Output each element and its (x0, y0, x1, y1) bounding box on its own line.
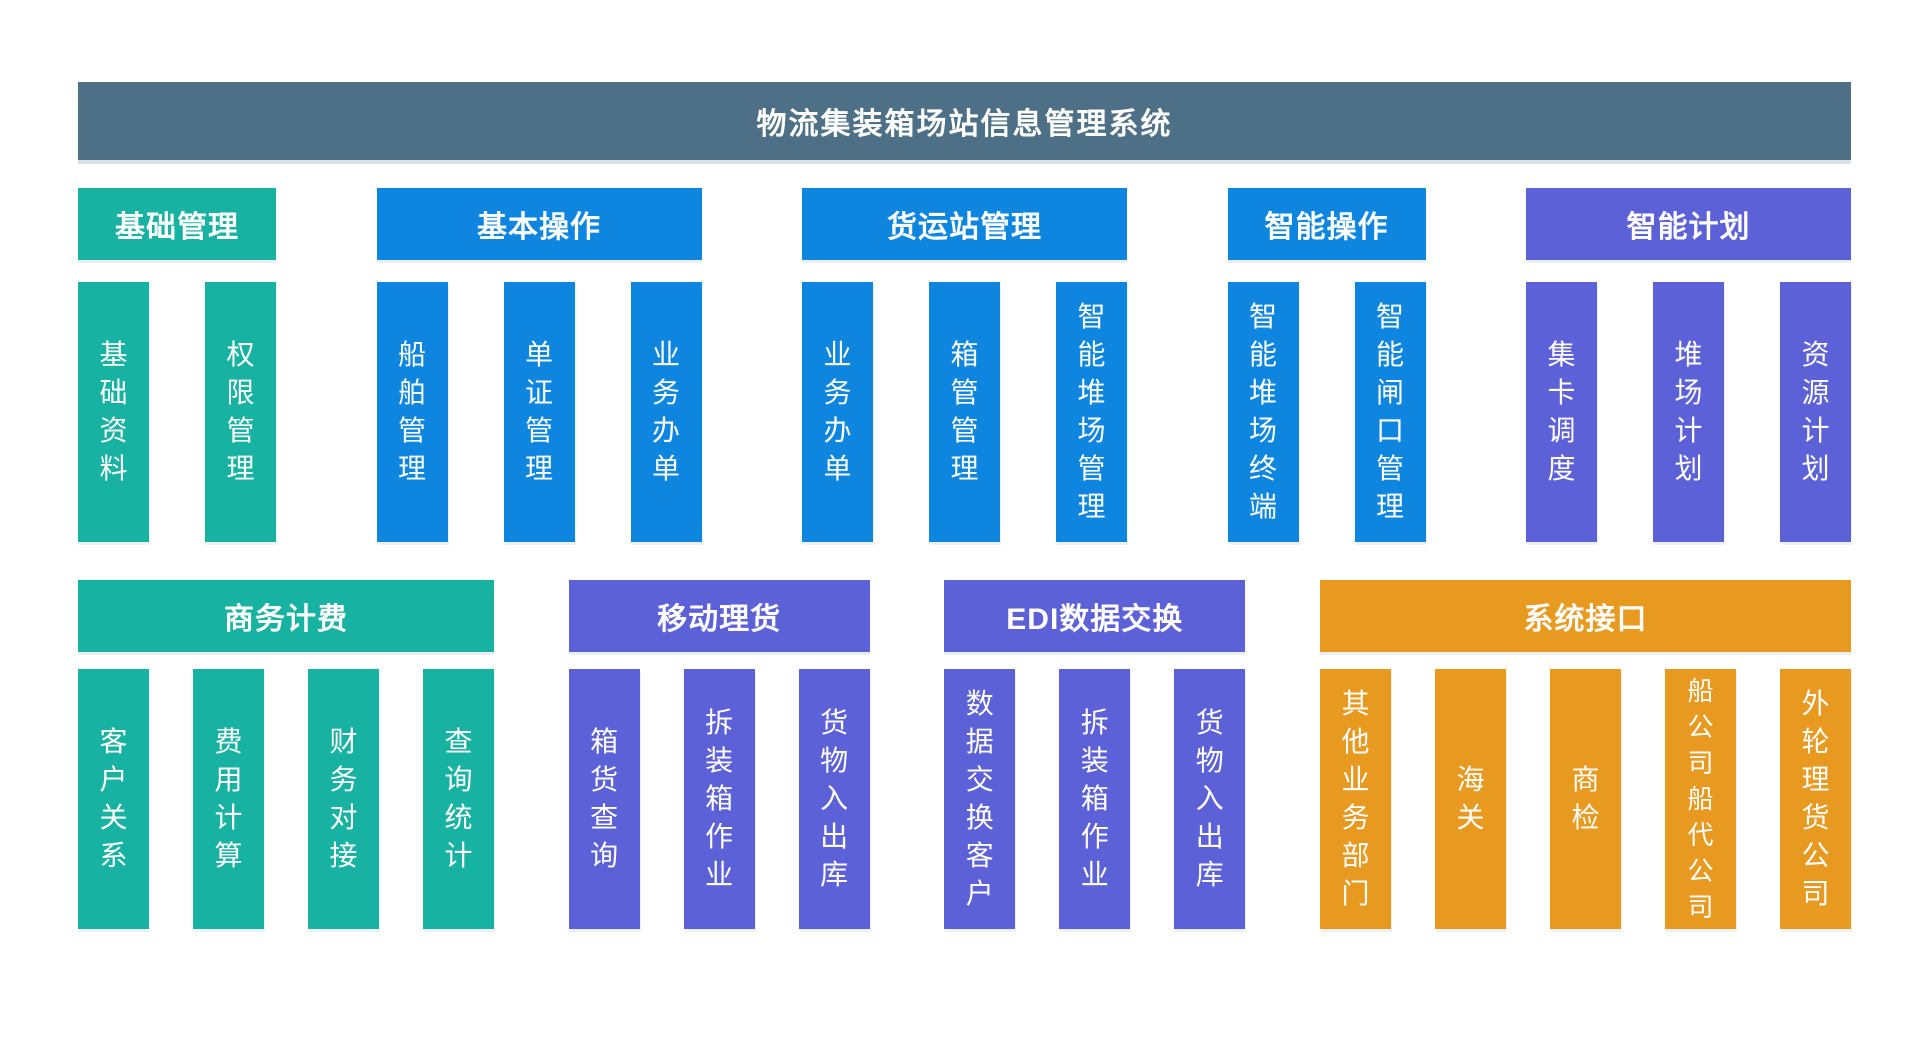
group-basic-operations-columns: 船 舶 管 理单 证 管 理业 务 办 单 (376, 282, 702, 542)
column-label: 船 公 司 船 代 公 司 (1687, 676, 1714, 922)
group-mobile-tally: 移动理货箱 货 查 询 拆 装 箱 作 业 货 物 入 出 库 (568, 580, 870, 929)
group-intelligent-operations: 智能操作智 能 堆 场 终 端 智 能 闸 口 管 理 (1227, 188, 1426, 542)
group-basic-management: 基础管理基 础 资 料 权 限 管 理 (78, 188, 276, 542)
group-system-interfaces-column-2: 海 关 (1434, 669, 1506, 929)
group-intelligent-operations-column-1: 智 能 堆 场 终 端 (1227, 282, 1299, 542)
group-basic-management-column-1: 基 础 资 料 (78, 282, 149, 542)
column-label: 其 他 业 务 部 门 (1341, 688, 1370, 909)
group-basic-operations-header: 基本操作 (376, 188, 702, 260)
group-commercial-billing-column-2: 费 用 计 算 (193, 669, 264, 929)
group-commercial-billing-column-1: 客 户 关 系 (78, 669, 149, 929)
group-system-interfaces-header: 系统接口 (1319, 580, 1851, 652)
group-commercial-billing-column-4: 查 询 统 计 (423, 669, 494, 929)
column-label: 集 卡 调 度 (1547, 339, 1576, 484)
column-label: 拆 装 箱 作 业 (1080, 707, 1109, 890)
column-label: 业 务 办 单 (823, 339, 852, 484)
group-freight-station-management-header: 货运站管理 (802, 188, 1127, 260)
column-label: 资 源 计 划 (1801, 339, 1830, 484)
group-intelligent-operations-columns: 智 能 堆 场 终 端智 能 闸 口 管 理 (1227, 282, 1426, 542)
group-edi-data-exchange: EDI数据交换数 据 交 换 客 户 拆 装 箱 作 业 货 物 入 出 库 (944, 580, 1246, 929)
group-intelligent-planning-column-2: 堆 场 计 划 (1653, 282, 1724, 542)
column-label: 基 础 资 料 (99, 339, 128, 484)
group-intelligent-planning: 智能计划集 卡 调 度 堆 场 计 划 资 源 计 划 (1526, 188, 1851, 542)
column-label: 费 用 计 算 (214, 726, 243, 871)
column-label: 智 能 闸 口 管 理 (1375, 301, 1404, 522)
column-label: 智 能 堆 场 管 理 (1077, 301, 1106, 522)
group-intelligent-planning-header: 智能计划 (1526, 188, 1851, 260)
column-label: 业 务 办 单 (651, 339, 680, 484)
group-basic-management-header: 基础管理 (78, 188, 276, 260)
group-intelligent-planning-columns: 集 卡 调 度堆 场 计 划资 源 计 划 (1526, 282, 1851, 542)
column-label: 船 舶 管 理 (397, 339, 426, 484)
group-intelligent-planning-column-3: 资 源 计 划 (1780, 282, 1851, 542)
group-freight-station-management-column-3: 智 能 堆 场 管 理 (1056, 282, 1127, 542)
row-1: 基础管理基 础 资 料 权 限 管 理 基本操作船 舶 管 理 单 证 管 理 业 务 … (78, 188, 1851, 542)
group-freight-station-management-column-2: 箱 管 管 理 (929, 282, 1000, 542)
column-label: 查 询 统 计 (444, 726, 473, 871)
title-banner: 物流集装箱场站信息管理系统 (78, 82, 1851, 160)
group-system-interfaces-column-4: 船 公 司 船 代 公 司 (1664, 669, 1736, 929)
group-basic-operations-column-3: 业 务 办 单 (630, 282, 702, 542)
group-commercial-billing: 商务计费客 户 关 系 费 用 计 算 财 务 对 接 查 询 统 计 (78, 580, 494, 929)
group-basic-operations-column-1: 船 舶 管 理 (376, 282, 448, 542)
group-intelligent-operations-header: 智能操作 (1227, 188, 1426, 260)
column-label: 权 限 管 理 (226, 339, 255, 484)
group-intelligent-operations-column-2: 智 能 闸 口 管 理 (1354, 282, 1426, 542)
group-basic-operations-column-2: 单 证 管 理 (503, 282, 575, 542)
group-edi-data-exchange-columns: 数 据 交 换 客 户拆 装 箱 作 业货 物 入 出 库 (944, 669, 1246, 929)
column-label: 智 能 堆 场 终 端 (1248, 301, 1277, 522)
column-label: 客 户 关 系 (99, 726, 128, 871)
column-label: 外 轮 理 货 公 司 (1801, 688, 1830, 909)
column-label: 数 据 交 换 客 户 (965, 688, 994, 909)
group-system-interfaces-column-5: 外 轮 理 货 公 司 (1779, 669, 1851, 929)
column-label: 货 物 入 出 库 (820, 707, 849, 890)
column-label: 堆 场 计 划 (1674, 339, 1703, 484)
page-title: 物流集装箱场站信息管理系统 (756, 108, 1173, 141)
group-basic-management-column-2: 权 限 管 理 (205, 282, 276, 542)
row-2: 商务计费客 户 关 系 费 用 计 算 财 务 对 接 查 询 统 计 移动理货箱 货 … (78, 580, 1851, 929)
group-system-interfaces: 系统接口其 他 业 务 部 门 海 关 商 检 船 公 司 船 代 公 司 外 轮 理 … (1319, 580, 1851, 929)
group-system-interfaces-columns: 其 他 业 务 部 门 海 关 商 检 船 公 司 船 代 公 司 外 轮 理 货 公 … (1319, 669, 1851, 929)
group-mobile-tally-column-1: 箱 货 查 询 (568, 669, 640, 929)
group-mobile-tally-columns: 箱 货 查 询拆 装 箱 作 业货 物 入 出 库 (568, 669, 870, 929)
group-edi-data-exchange-column-3: 货 物 入 出 库 (1174, 669, 1246, 929)
column-label: 单 证 管 理 (524, 339, 553, 484)
group-mobile-tally-column-2: 拆 装 箱 作 业 (683, 669, 755, 929)
group-mobile-tally-column-3: 货 物 入 出 库 (798, 669, 870, 929)
column-label: 箱 管 管 理 (950, 339, 979, 484)
group-mobile-tally-header: 移动理货 (568, 580, 870, 652)
column-label: 商 检 (1571, 764, 1600, 833)
group-basic-management-columns: 基 础 资 料权 限 管 理 (78, 282, 276, 542)
group-edi-data-exchange-column-2: 拆 装 箱 作 业 (1059, 669, 1131, 929)
group-commercial-billing-column-3: 财 务 对 接 (308, 669, 379, 929)
group-freight-station-management-columns: 业 务 办 单箱 管 管 理智 能 堆 场 管 理 (802, 282, 1127, 542)
group-edi-data-exchange-column-1: 数 据 交 换 客 户 (944, 669, 1016, 929)
group-intelligent-planning-column-1: 集 卡 调 度 (1526, 282, 1597, 542)
column-label: 箱 货 查 询 (590, 726, 619, 871)
group-system-interfaces-column-1: 其 他 业 务 部 门 (1319, 669, 1391, 929)
group-edi-data-exchange-header: EDI数据交换 (944, 580, 1246, 652)
column-label: 海 关 (1456, 764, 1485, 833)
group-commercial-billing-header: 商务计费 (78, 580, 494, 652)
group-freight-station-management-column-1: 业 务 办 单 (802, 282, 873, 542)
group-system-interfaces-column-3: 商 检 (1549, 669, 1621, 929)
column-label: 拆 装 箱 作 业 (705, 707, 734, 890)
group-basic-operations: 基本操作船 舶 管 理 单 证 管 理 业 务 办 单 (376, 188, 702, 542)
group-freight-station-management: 货运站管理业 务 办 单 箱 管 管 理 智 能 堆 场 管 理 (802, 188, 1127, 542)
column-label: 货 物 入 出 库 (1195, 707, 1224, 890)
group-commercial-billing-columns: 客 户 关 系费 用 计 算财 务 对 接查 询 统 计 (78, 669, 494, 929)
column-label: 财 务 对 接 (329, 726, 358, 871)
